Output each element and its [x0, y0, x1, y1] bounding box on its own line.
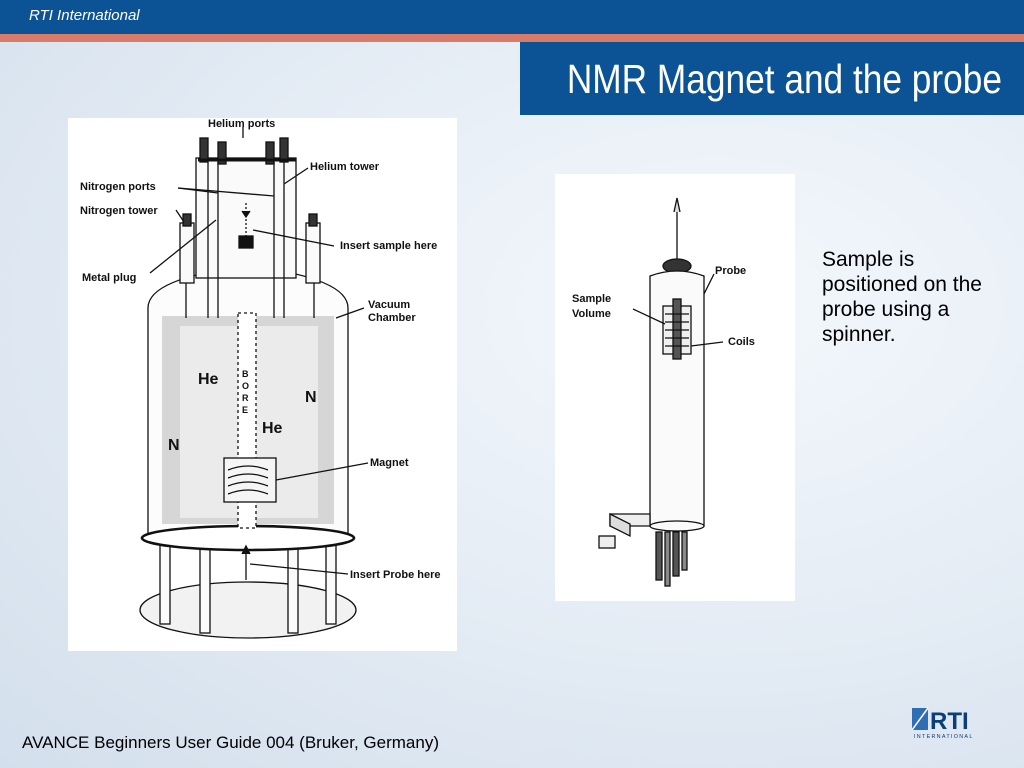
label-bore-o: O [242, 381, 249, 391]
label-insert-sample: Insert sample here [340, 240, 437, 252]
header-bar: RTI International [0, 0, 1024, 34]
rti-logo: RTI INTERNATIONAL [912, 707, 974, 740]
title-box: NMR Magnet and the probe [520, 42, 1024, 115]
label-chamber: Chamber [368, 312, 416, 324]
label-sample: Sample [572, 293, 611, 305]
organization-name: RTI International [29, 7, 140, 24]
label-volume: Volume [572, 308, 611, 320]
label-n-right: N [305, 389, 317, 406]
label-he-right: He [262, 420, 283, 437]
slide-title: NMR Magnet and the probe [566, 56, 1002, 102]
label-nitrogen-tower: Nitrogen tower [80, 205, 158, 217]
label-he-left: He [198, 371, 219, 388]
label-coils: Coils [728, 336, 755, 348]
label-bore-e: E [242, 405, 248, 415]
label-probe: Probe [715, 265, 746, 277]
label-helium-tower: Helium tower [310, 161, 380, 173]
label-vacuum: Vacuum [368, 299, 410, 311]
logo-mark: RTI [930, 708, 969, 735]
description-text: Sample is positioned on the probe using … [822, 248, 982, 346]
probe-diagram-panel: Probe Sample Volume Coils [555, 174, 795, 601]
label-magnet: Magnet [370, 457, 409, 469]
label-n-left: N [168, 437, 180, 454]
label-bore-r: R [242, 393, 249, 403]
label-bore-b: B [242, 369, 249, 379]
accent-stripe [0, 34, 1024, 42]
probe-diagram: Probe Sample Volume Coils [572, 197, 755, 587]
magnet-diagram-panel: Helium ports Helium tower Nitrogen ports… [68, 118, 457, 651]
footer-citation: AVANCE Beginners User Guide 004 (Bruker,… [22, 733, 439, 752]
label-nitrogen-ports: Nitrogen ports [80, 181, 156, 193]
magnet-diagram: Helium ports Helium tower Nitrogen ports… [80, 118, 440, 639]
label-metal-plug: Metal plug [82, 272, 136, 284]
label-insert-probe: Insert Probe here [350, 569, 440, 581]
label-helium-ports: Helium ports [208, 118, 275, 130]
logo-subtext: INTERNATIONAL [914, 734, 974, 740]
